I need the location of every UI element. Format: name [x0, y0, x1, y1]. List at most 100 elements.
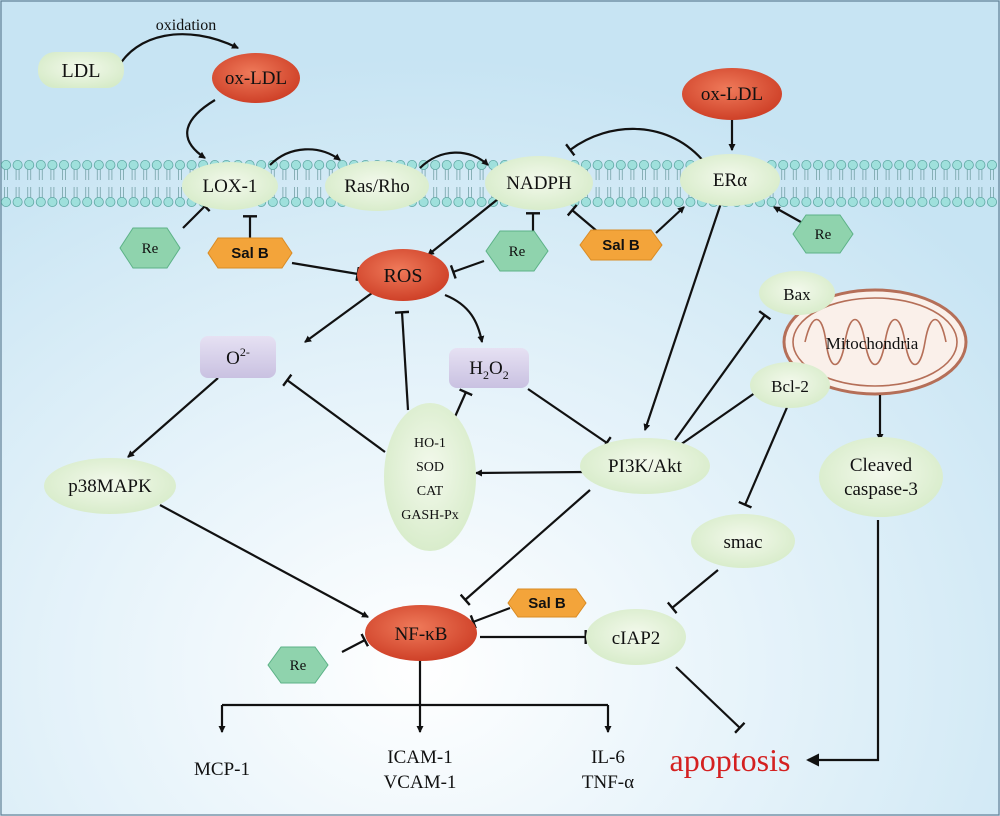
edge-pi3k-inhib-bax: [674, 310, 772, 441]
ldl-label: LDL: [62, 60, 101, 82]
node-bcl2: Bcl-2: [750, 362, 830, 408]
node-smac: smac: [691, 514, 795, 568]
nadph-label: NADPH: [506, 173, 572, 194]
cleaved-line-2: caspase-3: [844, 479, 918, 500]
node-ox-ldl-right: ox-LDL: [682, 68, 782, 120]
edge-re-inhib-nfkb: [341, 633, 370, 653]
p38mapk-label: p38MAPK: [68, 476, 152, 497]
edge-h2o2-inhib-pi3k: [527, 388, 612, 450]
edge-lox1-rasrho: [269, 148, 341, 166]
edge-rasrho-nadph: [419, 151, 489, 169]
node-pi3k-akt: PI3K/Akt: [580, 438, 710, 494]
edge-smac-inhib-ciap2: [666, 569, 719, 614]
er-alpha-label: ERα: [713, 170, 747, 191]
drug-re-er: Re: [792, 214, 854, 254]
edges: [117, 33, 884, 767]
node-ras-rho: Ras/Rho: [325, 161, 429, 211]
node-lox1: LOX-1: [182, 162, 278, 210]
o2-base: O: [226, 348, 240, 369]
drug-re-nadph: Re: [485, 230, 549, 272]
tnfa-label: TNF-α: [582, 772, 634, 793]
icam1-label: ICAM-1: [387, 747, 452, 768]
bax-label: Bax: [783, 285, 811, 304]
edge-antiox-inhib-o2: [282, 373, 386, 453]
h2o2-h: H: [469, 358, 483, 379]
drug-salb-nadph: Sal B: [579, 229, 663, 261]
drug-re-lox1-label: Re: [142, 241, 159, 257]
drugs: Re Sal B Re Sal B Re Sal B Re: [119, 214, 854, 684]
antiox-line-3: CAT: [417, 484, 444, 499]
node-antioxidants: HO-1 SOD CAT GASH-Px: [384, 403, 476, 551]
h2o2-o: O: [489, 358, 503, 379]
edge-salb-inhib-ros: [291, 261, 361, 282]
edge-ldl-oxidation: [117, 33, 239, 69]
edge-salb-inhib-nfkb: [469, 606, 511, 629]
node-ciap2: cIAP2: [586, 609, 686, 665]
node-nadph: NADPH: [485, 156, 593, 210]
node-nfkb: NF-κB: [365, 605, 477, 661]
node-o2: O2-: [200, 336, 276, 378]
node-cleaved-caspase3: Cleaved caspase-3: [819, 437, 943, 517]
antiox-line-2: SOD: [416, 460, 444, 475]
mcp1-label: MCP-1: [194, 759, 250, 780]
edge-re-inhib-lox1: [182, 200, 211, 229]
smac-label: smac: [723, 532, 762, 553]
apoptosis-label: apoptosis: [670, 742, 791, 778]
mitochondria-label: Mitochondria: [826, 334, 919, 353]
drug-salb-nfkb: Sal B: [507, 588, 587, 618]
edge-pi3k-antiox: [474, 469, 586, 477]
edge-ros-h2o2: [444, 293, 485, 344]
edge-p38-nfkb: [159, 504, 369, 618]
h2o2-sub2: 2: [503, 368, 509, 382]
edge-cleaved-apoptosis: [806, 520, 880, 767]
ox-ldl-right-label: ox-LDL: [701, 84, 763, 105]
h2o2-label: H2O2: [469, 358, 508, 382]
edge-ros-o2: [304, 292, 373, 343]
edge-pi3k-inhib-nfkb: [459, 489, 591, 606]
edge-nadph-ros: [427, 194, 504, 256]
vcam1-label: VCAM-1: [384, 772, 457, 793]
node-p38mapk: p38MAPK: [44, 458, 176, 514]
il6-label: IL-6: [591, 747, 625, 768]
edge-re-inhib-ros: [449, 259, 485, 279]
lox1-label: LOX-1: [203, 176, 258, 197]
edge-salb-er: [655, 206, 685, 234]
drug-re-nfkb: Re: [267, 646, 329, 684]
drug-salb-nadph-label: Sal B: [602, 237, 640, 254]
o2-label: O2-: [226, 345, 250, 369]
edge-er-inhib-nadph: [565, 127, 706, 164]
antiox-line-1: HO-1: [414, 436, 446, 451]
mitochondria: Mitochondria: [782, 288, 968, 396]
edge-salb-inhib-nadph: [566, 204, 599, 233]
edge-pi3k-bcl2: [679, 387, 763, 446]
edge-ciap2-inhib-apoptosis: [675, 666, 746, 734]
edge-o2-p38: [127, 377, 219, 458]
oxidation-label: oxidation: [156, 17, 216, 34]
node-h2o2: H2O2: [449, 348, 529, 388]
drug-re-lox1: Re: [119, 227, 181, 269]
drug-re-nadph-label: Re: [509, 244, 526, 260]
h2o2-sub1: 2: [483, 368, 489, 382]
edge-antiox-inhib-ros: [394, 310, 410, 411]
drug-salb-nfkb-label: Sal B: [528, 595, 566, 612]
drug-re-nfkb-label: Re: [290, 658, 307, 674]
drug-salb-lox1-label: Sal B: [231, 245, 269, 262]
drug-re-er-label: Re: [815, 227, 832, 243]
nodes: LDL oxidation ox-LDL ox-LDL LOX-1 Ras/Rh…: [38, 17, 943, 793]
edge-bcl2-inhib-smac: [738, 404, 790, 509]
o2-superscript: 2-: [240, 345, 250, 359]
ros-label: ROS: [384, 265, 423, 287]
nfkb-label: NF-κB: [395, 624, 448, 645]
drug-salb-lox1: Sal B: [207, 237, 293, 269]
pi3k-akt-label: PI3K/Akt: [608, 456, 683, 477]
antiox-line-4: GASH-Px: [401, 508, 459, 523]
edge-er-pi3k: [643, 199, 724, 431]
node-ldl: LDL: [38, 52, 124, 88]
node-ros: ROS: [357, 249, 449, 301]
edge-oxldl-lox1: [186, 99, 216, 159]
cleaved-line-1: Cleaved: [850, 455, 913, 476]
node-ox-ldl-left: ox-LDL: [212, 53, 300, 103]
